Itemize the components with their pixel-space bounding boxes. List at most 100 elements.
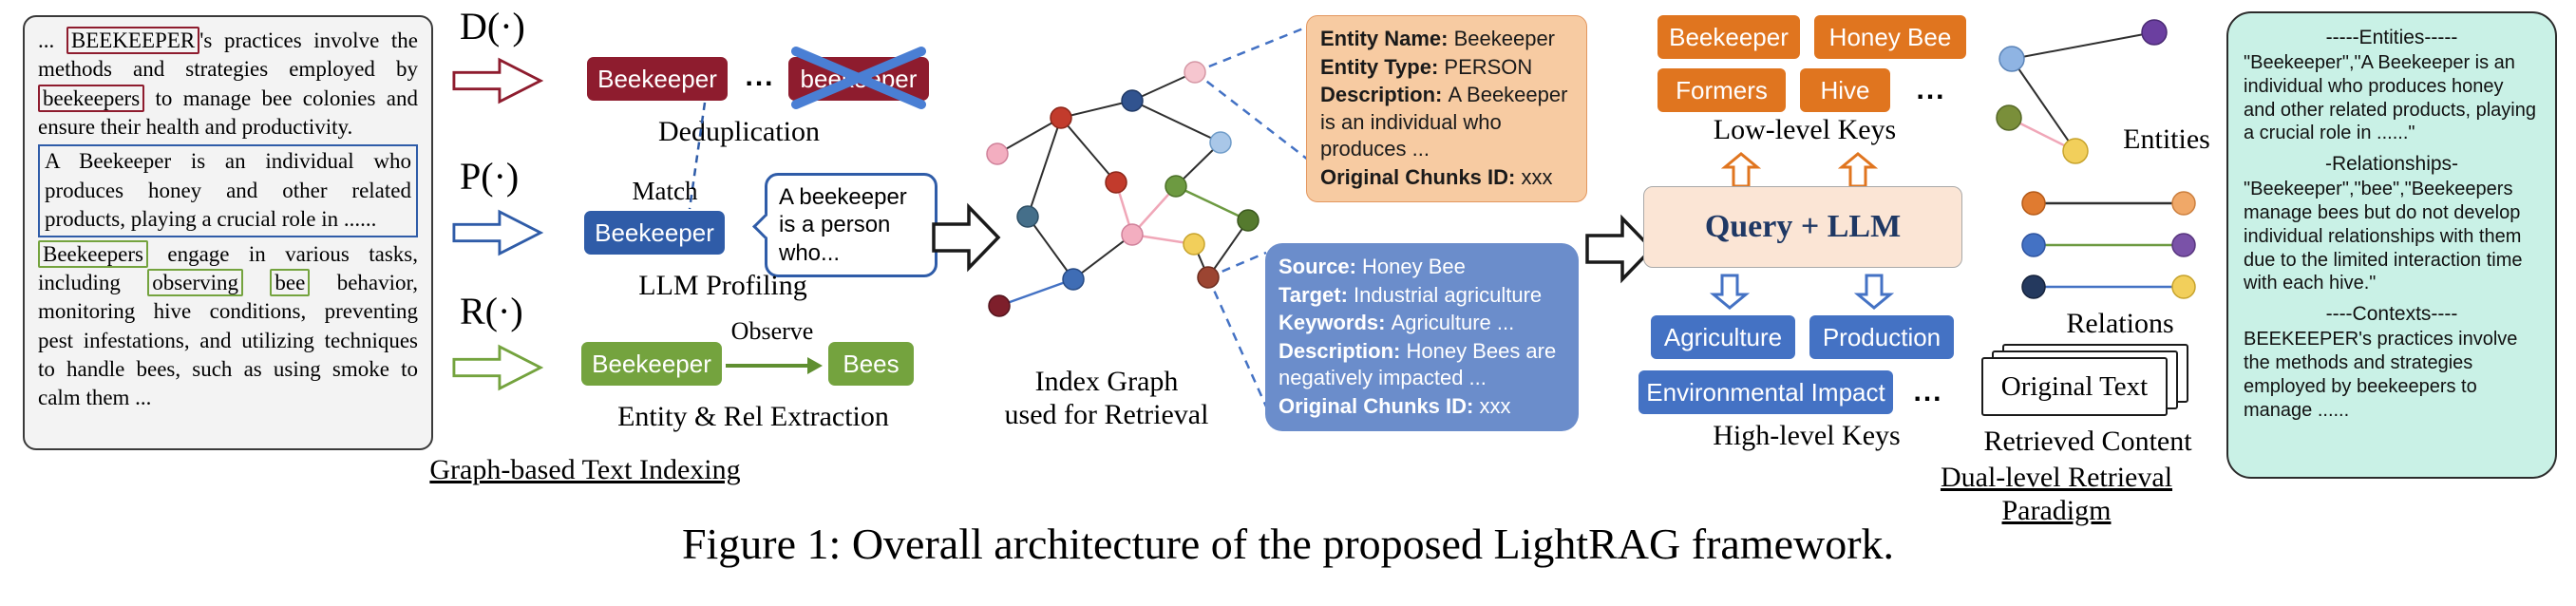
relation-target-line: Target: Industrial agriculture: [1279, 282, 1565, 310]
relation-source-line: Source: Honey Bee: [1279, 254, 1565, 281]
query-llm-box: Query + LLM: [1643, 186, 1962, 268]
index-graph-label: Index Graph used for Retrieval: [969, 366, 1244, 431]
output-contexts-body: BEEKEEPER's practices involve the method…: [2244, 329, 2518, 421]
low-level-ellipsis: ...: [1916, 74, 1946, 105]
low-level-key-badge-4: Hive: [1800, 68, 1890, 112]
graph-indexing-section-label: Graph-based Text Indexing: [429, 454, 741, 485]
entity-name-line: Entity Name: Beekeeper: [1320, 26, 1573, 53]
entity-highlight-beekeepers: beekeepers: [38, 84, 145, 112]
entity-desc-line: Description: A Beekeeper is an individua…: [1320, 82, 1573, 163]
low-level-key-badge-3: Formers: [1657, 68, 1786, 112]
high-level-key-badge-2: Production: [1809, 315, 1954, 359]
index-graph-label-line2: used for Retrieval: [1004, 398, 1209, 430]
entity-name-label: Entity Name:: [1320, 27, 1454, 50]
observe-relation-arrow-icon: [726, 357, 823, 374]
relation-desc-value: Honey Bees are negatively impacted ...: [1279, 338, 1557, 390]
high-level-key-badge-3: Environmental Impact: [1638, 370, 1893, 414]
source-paragraph-2-boxed: A Beekeeper is an individual who produce…: [38, 144, 418, 237]
source-text: engage in various tasks, including: [38, 241, 418, 294]
operator-extract-label: R(·): [460, 290, 523, 332]
relation-keywords-line: Keywords: Agriculture ...: [1279, 310, 1565, 337]
source-text: behavior, monitoring hive conditions, pr…: [38, 270, 418, 410]
match-connector-line: [688, 102, 707, 210]
entity-highlight-beekeeper-caps: BEEKEEPER: [66, 27, 200, 54]
extract-arrow-icon: [452, 344, 543, 391]
graph-card-connector-lines: [1194, 25, 1309, 407]
relation-desc-label: Description:: [1279, 338, 1407, 363]
relation-target-label: Target:: [1279, 282, 1354, 307]
entities-label: Entities: [2123, 123, 2210, 155]
profile-arrow-icon: [452, 209, 543, 256]
relation-target-value: Industrial agriculture: [1354, 282, 1543, 307]
low-level-key-badge-2: Honey Bee: [1814, 15, 1966, 59]
high-level-down-arrow-icon: [1854, 274, 1894, 310]
source-text: ...: [38, 28, 66, 52]
high-level-ellipsis: ...: [1913, 376, 1943, 407]
dual-level-section-label: Dual-level Retrieval Paradigm: [1940, 462, 2173, 526]
profile-callout-bubble: A beekeeper is a person who...: [765, 173, 938, 277]
output-contexts-header: ----Contexts----: [2325, 303, 2458, 326]
original-text-stack: Original Text: [1981, 344, 2194, 429]
flow-arrow-right-icon: [1585, 214, 1655, 284]
duplicate-cross-icon: [791, 47, 926, 109]
source-text: to manage bee colonies and ensure their …: [38, 85, 418, 140]
index-graph: [986, 25, 1309, 407]
entity-chunks-label: Original Chunks ID:: [1320, 164, 1522, 189]
operator-dedup-label: D(·): [460, 5, 525, 47]
relation-source-value: Honey Bee: [1362, 255, 1466, 278]
graph-nodes: [986, 61, 1260, 317]
output-entities-body: "Beekeeper","A Beekeeper is an individua…: [2244, 52, 2536, 144]
entity-desc-label: Description:: [1320, 83, 1449, 107]
entity-type-value: PERSON: [1444, 54, 1533, 79]
entity-type-label: Entity Type:: [1320, 54, 1445, 79]
low-level-up-arrow-icon: [1721, 152, 1761, 188]
entity-chunks-value: xxx: [1521, 164, 1553, 189]
entity-info-card: Entity Name: Beekeeper Entity Type: PERS…: [1306, 15, 1587, 202]
entity-highlight-observing: observing: [147, 268, 243, 296]
relation-keywords-label: Keywords:: [1279, 311, 1392, 335]
dedup-caption: Deduplication: [658, 116, 820, 147]
relation-keywords-value: Agriculture ...: [1391, 311, 1515, 335]
relation-source-label: Source:: [1279, 255, 1363, 278]
profile-caption: LLM Profiling: [638, 270, 807, 301]
output-relationships-header: -Relationships-: [2324, 153, 2459, 176]
output-panel: -----Entities----- "Beekeeper","A Beekee…: [2226, 11, 2557, 479]
relation-chunks-label: Original Chunks ID:: [1279, 393, 1480, 418]
dedup-arrow-icon: [452, 57, 543, 104]
original-text-card: Original Text: [1981, 357, 2168, 416]
high-level-key-badge-1: Agriculture: [1651, 315, 1795, 359]
entity-highlight-beekeepers-2: Beekeepers: [38, 239, 148, 268]
dedup-entity-badge: Beekeeper: [587, 57, 728, 101]
match-label: Match: [632, 177, 698, 205]
retrieved-content-label: Retrieved Content: [1983, 426, 2192, 457]
relation-chunks-line: Original Chunks ID: xxx: [1279, 393, 1565, 421]
observe-relation-label: Observe: [730, 317, 814, 345]
graph-edges: [996, 71, 1249, 280]
entity-name-value: Beekeeper: [1453, 27, 1556, 50]
profile-entity-badge: Beekeeper: [584, 211, 725, 255]
source-text-box: ... BEEKEEPER's practices involve the me…: [23, 15, 433, 450]
entity-chunks-line: Original Chunks ID: xxx: [1320, 164, 1573, 192]
high-level-down-arrow-icon: [1710, 274, 1750, 310]
relation-info-card: Source: Honey Bee Target: Industrial agr…: [1265, 243, 1579, 431]
source-paragraph-3: Beekeepers engage in various tasks, incl…: [38, 239, 418, 413]
source-paragraph-1: ... BEEKEEPER's practices involve the me…: [38, 27, 418, 142]
relation-desc-line: Description: Honey Bees are negatively i…: [1279, 338, 1565, 392]
flow-arrow-left-icon: [932, 202, 1001, 273]
entity-type-line: Entity Type: PERSON: [1320, 54, 1573, 82]
source-text: [243, 271, 270, 294]
low-level-key-badge-1: Beekeeper: [1657, 15, 1800, 59]
source-text: 's practices involve the methods and str…: [38, 28, 418, 82]
operator-profile-label: P(·): [460, 155, 520, 198]
high-level-keys-label: High-level Keys: [1713, 420, 1901, 451]
output-relationships-body: "Beekeeper","bee","Beekeepers manage bee…: [2244, 179, 2523, 294]
entity-highlight-bee: bee: [270, 268, 311, 296]
relations-label: Relations: [2066, 308, 2174, 339]
low-level-keys-label: Low-level Keys: [1713, 114, 1897, 145]
output-entities-header: -----Entities-----: [2325, 27, 2458, 48]
low-level-up-arrow-icon: [1838, 152, 1878, 188]
dedup-ellipsis: ...: [745, 61, 775, 92]
extract-object-badge: Bees: [828, 342, 914, 386]
figure-caption: Figure 1: Overall architecture of the pr…: [681, 520, 1895, 568]
